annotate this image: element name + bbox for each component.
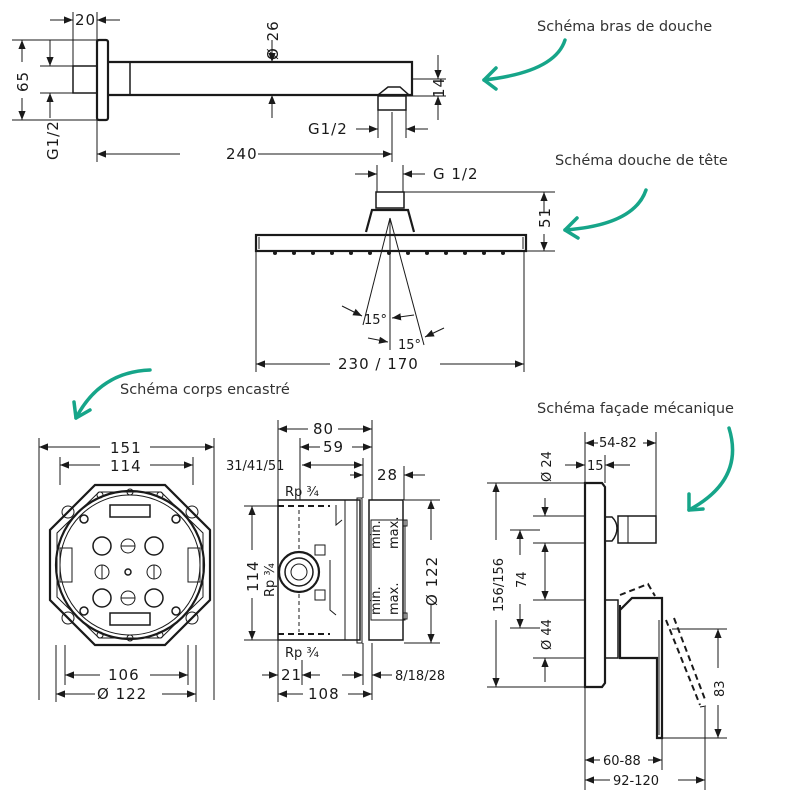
dim-handle-diameter: Ø 44 [540,619,555,650]
mounting-plate [356,497,363,644]
dim-trim-plate-depth: 15 [587,459,604,474]
dim-side-height: 114 [244,560,262,592]
dim-knob-diameter: Ø 24 [540,451,555,482]
dim-head-width: 230 / 170 [338,355,419,373]
dim-projection: 240 [226,145,258,163]
label-port-bottom: Rp ¾ [285,646,319,661]
diverter-knob [617,515,657,544]
dim-trim-spacing: 74 [515,571,530,588]
dim-trim-depth-range: 54-82 [599,436,637,451]
dim-outlet-thread: G1/2 [308,120,348,138]
teal-arrow-icon [482,38,567,82]
caption-shower-arm: Schéma bras de douche [482,19,712,91]
concealed-body-side-view: min. max. min. max. 80 59 31/41/51 28 Rp… [226,420,445,703]
dim-head-height: 51 [536,207,554,228]
caption-concealed-body-text: Schéma corps encastré [120,382,290,398]
dim-body-base-width: 106 [108,666,140,684]
dim-body-outer-width: 151 [110,439,142,457]
mechanical-trim-drawing: 54-82 15 Ø 24 156/156 74 Ø 44 8 [487,432,728,790]
dim-side-depth-59: 59 [323,438,344,456]
trim-plate [583,481,607,689]
caption-head-shower-text: Schéma douche de tête [555,153,728,169]
label-min-top: min. [369,520,384,549]
dim-lever-length: 83 [713,680,728,697]
label-port-top: Rp ¾ [285,485,319,500]
dim-side-diameter: Ø 122 [423,556,441,606]
dim-outlet-offset: 14 [430,77,448,98]
dim-side-28: 28 [377,466,398,484]
dim-side-108: 108 [308,685,340,703]
dim-inlet-thread: G1/2 [44,120,62,160]
dim-spray-angle-2: 15° [398,338,421,353]
teal-arrow-icon [74,368,152,420]
dim-lever-projection: 60-88 [603,754,641,769]
nozzles [273,251,505,255]
head-shower-drawing: G 1/2 51 15° 15° 230 / 170 [254,165,555,373]
caption-mechanical-trim: Schéma façade mécanique [537,401,735,512]
head-connector [375,191,405,209]
caption-shower-arm-text: Schéma bras de douche [537,19,712,35]
dim-side-depth-total: 80 [313,420,334,438]
label-port-mid: Rp ¾ [263,563,278,597]
caption-mechanical-trim-text: Schéma façade mécanique [537,401,734,417]
dim-side-21: 21 [281,666,302,684]
dim-max-projection: 92-120 [613,774,659,789]
shower-arm-drawing: 20 Ø 26 65 G1/2 14 G1/2 240 [12,11,448,163]
teal-arrow-icon [563,188,648,232]
dim-install-depths: 31/41/51 [226,459,284,474]
wall-flange [95,38,110,122]
outlet-thread [377,95,407,111]
concealed-body-front-view: 151 114 106 Ø 122 [38,438,215,703]
dim-tile-depths: 8/18/28 [395,669,445,684]
caption-head-shower: Schéma douche de tête [555,153,728,240]
dim-trim-plate-height: 156/156 [492,558,507,612]
dim-body-inner-width: 114 [110,457,142,475]
arm-tube [108,60,414,97]
dim-body-diameter: Ø 122 [97,685,147,703]
dim-flange-depth: 20 [75,11,96,29]
teal-arrow-icon [687,426,735,512]
dim-wall-height: 65 [14,71,32,92]
dim-tube-diameter: Ø 26 [264,20,282,60]
lever-handle [618,596,664,740]
label-max-top: max. [387,517,402,549]
wall-thread [72,65,98,94]
dim-spray-angle-1: 15° [364,313,387,328]
dim-head-inlet: G 1/2 [433,165,479,183]
label-max-bottom: max. [387,583,402,615]
label-min-bottom: min. [369,586,384,615]
head-plate [254,233,528,253]
caption-concealed-body: Schéma corps encastré [72,368,290,420]
